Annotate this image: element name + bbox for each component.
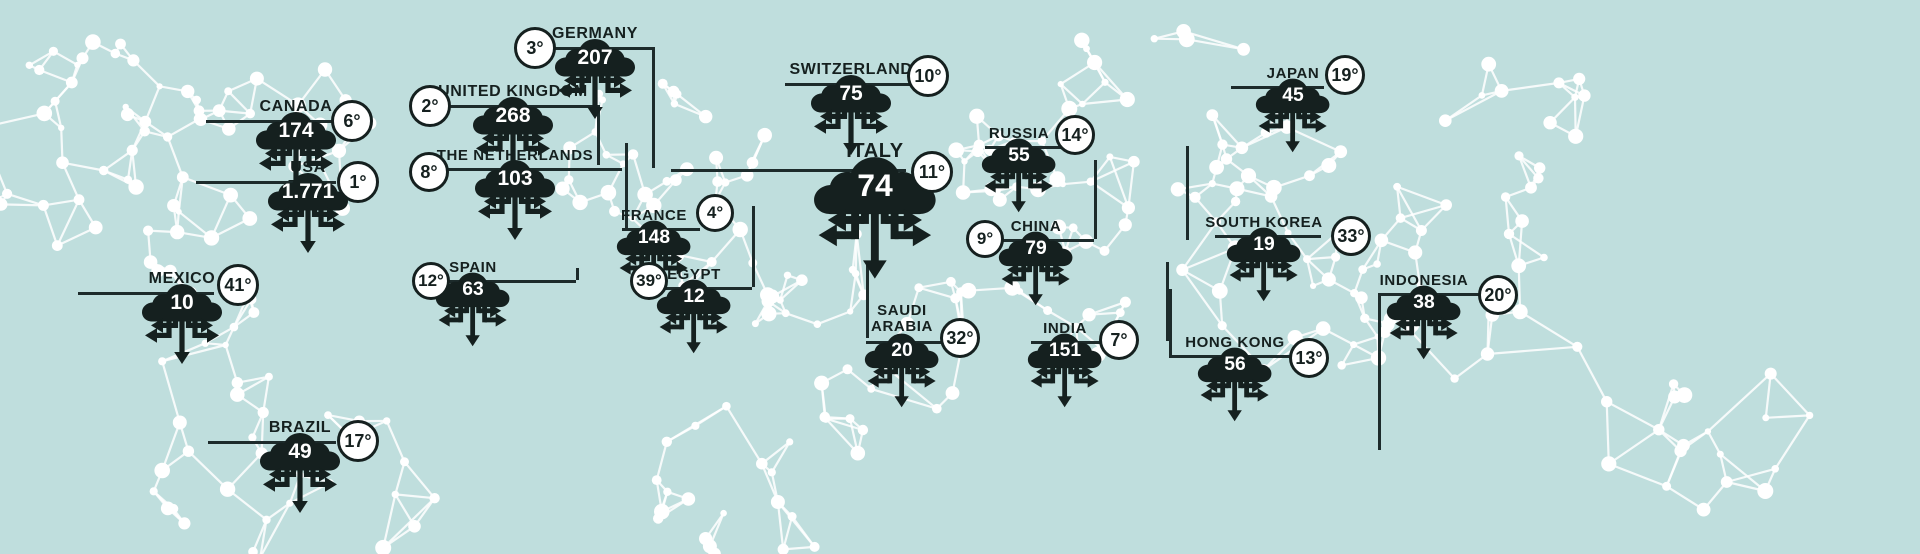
cloud-icon-japan xyxy=(1254,75,1331,154)
cloud-icon-south-korea xyxy=(1225,224,1302,303)
temperature-badge-italy[interactable]: 11° xyxy=(911,151,953,193)
temperature-badge-united-kingdom[interactable]: 2° xyxy=(409,85,451,127)
leader-line-vertical-united-kingdom xyxy=(597,105,600,165)
temperature-badge-south-korea[interactable]: 33° xyxy=(1331,216,1371,256)
temperature-badge-spain[interactable]: 12° xyxy=(412,262,450,300)
country-label-hong-kong: HONG KONG xyxy=(1185,334,1285,351)
country-label-south-korea: SOUTH KOREA xyxy=(1205,214,1323,231)
country-label-indonesia: INDONESIA xyxy=(1379,272,1469,289)
temperature-badge-netherlands[interactable]: 8° xyxy=(409,152,449,192)
cloud-icon-saudi-arabia xyxy=(863,330,940,409)
temperature-badge-china[interactable]: 9° xyxy=(966,220,1004,258)
country-label-united-kingdom: UNITED KINGDOM xyxy=(438,83,588,100)
country-label-india: INDIA xyxy=(1043,320,1087,337)
temperature-badge-brazil[interactable]: 17° xyxy=(337,420,379,462)
temperature-badge-switzerland[interactable]: 10° xyxy=(907,55,949,97)
leader-line-vertical-hong-kong xyxy=(1169,289,1172,355)
temperature-badge-indonesia[interactable]: 20° xyxy=(1478,275,1518,315)
leader-line-netherlands xyxy=(441,168,622,171)
country-label-japan: JAPAN xyxy=(1266,65,1320,82)
leader-line-vertical-indonesia xyxy=(1378,293,1381,450)
leader-line-vertical-india xyxy=(1166,262,1169,341)
temperature-badge-russia[interactable]: 14° xyxy=(1055,115,1095,155)
country-label-switzerland: SWITZERLAND xyxy=(789,61,913,78)
cloud-icon-spain xyxy=(434,269,511,348)
country-label-germany: GERMANY xyxy=(552,25,638,42)
country-label-canada: CANADA xyxy=(259,98,333,115)
leader-line-vertical-germany xyxy=(652,47,655,168)
leader-line-usa xyxy=(196,181,336,184)
temperature-badge-mexico[interactable]: 41° xyxy=(217,264,259,306)
country-label-netherlands: THE NETHERLANDS xyxy=(436,147,594,164)
leader-line-italy xyxy=(671,169,906,172)
cloud-icon-netherlands xyxy=(473,156,557,242)
cloud-icon-egypt xyxy=(655,276,732,355)
cloud-icon-mexico xyxy=(140,280,224,366)
country-label-france: FRANCE xyxy=(620,207,688,224)
cloud-icon-india xyxy=(1026,330,1103,409)
leader-line-vertical-china xyxy=(1094,160,1097,239)
country-label-mexico: MEXICO xyxy=(148,270,216,287)
leader-line-japan xyxy=(1231,86,1324,89)
cloud-icon-germany xyxy=(553,35,637,121)
leader-line-canada xyxy=(206,120,336,123)
country-label-brazil: BRAZIL xyxy=(268,419,332,436)
cloud-icon-russia xyxy=(980,135,1057,214)
cloud-icon-usa xyxy=(266,169,350,255)
temperature-badge-japan[interactable]: 19° xyxy=(1325,55,1365,95)
country-label-spain: SPAIN xyxy=(449,259,497,276)
leader-line-vertical-egypt xyxy=(752,206,755,287)
temperature-badge-canada[interactable]: 6° xyxy=(331,100,373,142)
country-label-italy: ITALY xyxy=(846,140,904,162)
cloud-icon-china xyxy=(997,228,1074,307)
temperature-badge-saudi-arabia[interactable]: 32° xyxy=(940,318,980,358)
cloud-icon-united-kingdom xyxy=(471,93,555,179)
cloud-icon-italy xyxy=(811,151,939,282)
country-label-russia: RUSSIA xyxy=(988,125,1050,142)
leader-line-vertical-spain xyxy=(576,268,579,280)
temperature-badge-france[interactable]: 4° xyxy=(696,194,734,232)
leader-line-spain xyxy=(441,280,576,283)
leader-line-brazil xyxy=(208,441,336,444)
leader-line-vertical-russia xyxy=(1186,146,1189,240)
cloud-icon-hong-kong xyxy=(1196,344,1273,423)
temperature-badge-usa[interactable]: 1° xyxy=(337,161,379,203)
cloud-icon-indonesia xyxy=(1385,282,1462,361)
leader-line-vertical-italy xyxy=(866,262,869,338)
leader-line-vertical-france xyxy=(625,143,628,228)
temperature-badge-egypt[interactable]: 39° xyxy=(630,262,668,300)
leader-line-mexico xyxy=(78,292,214,295)
country-label-usa: USA xyxy=(290,159,326,176)
temperature-badge-germany[interactable]: 3° xyxy=(514,27,556,69)
country-label-egypt: EGYPT xyxy=(667,266,721,283)
temperature-badge-hong-kong[interactable]: 13° xyxy=(1289,338,1329,378)
country-label-china: CHINA xyxy=(1010,218,1062,235)
cloud-icon-brazil xyxy=(258,429,342,515)
temperature-badge-india[interactable]: 7° xyxy=(1099,320,1139,360)
cloud-icon-switzerland xyxy=(809,71,893,157)
